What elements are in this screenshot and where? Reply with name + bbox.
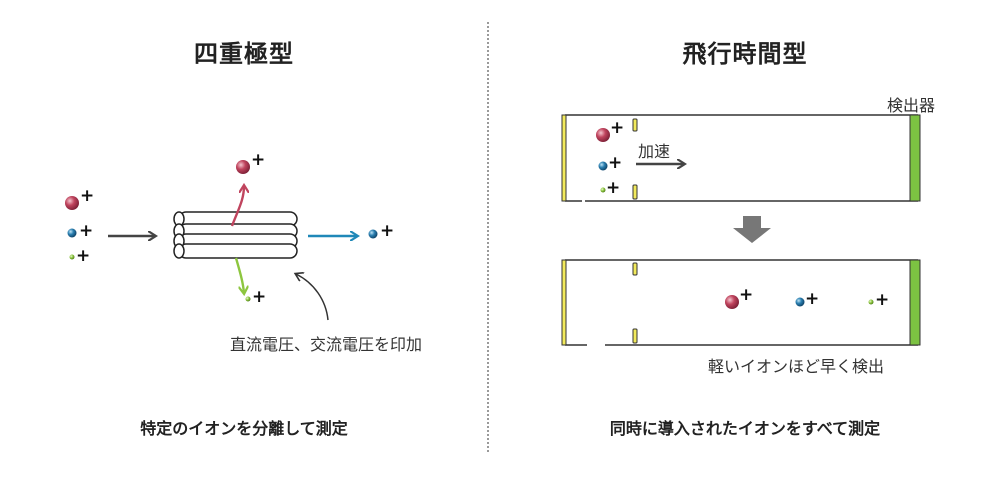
ion-heavy-out [236, 160, 250, 174]
grid-electrode-top-upper [632, 118, 638, 132]
accel-label: 加速 [638, 142, 671, 161]
tof-charge-light-flight: + [875, 290, 890, 310]
tof-charge-medium-start: + [608, 153, 623, 173]
tof-charge-light-start: + [606, 178, 621, 198]
ion-light-out [245, 296, 251, 302]
detector-label: 検出器 [887, 96, 936, 115]
grid-electrode-bottom-upper [632, 262, 638, 276]
charge-light-out: + [252, 287, 267, 307]
quadrupole-caption: 特定のイオンを分離して測定 [140, 419, 348, 438]
grid-electrode-top-lower [632, 184, 638, 200]
tof-panel: 飛行時間型 同時に導入されたイオンをすべて測定 検出器 加速 軽いイオンほど早く… [490, 0, 1000, 484]
charge-heavy-in: + [80, 186, 95, 206]
repeller-plate-top [561, 114, 567, 202]
charge-medium-in: + [79, 221, 94, 241]
tof-ion-heavy-flight [725, 295, 739, 309]
tof-tube-bottom [561, 259, 921, 346]
tof-title: 飛行時間型 [682, 40, 808, 68]
voltage-annotation: 直流電圧、交流電圧を印加 [230, 335, 423, 354]
annotation-pointer [296, 274, 329, 321]
quadrupole-title: 四重極型 [194, 40, 294, 68]
result-label: 軽いイオンほど早く検出 [708, 357, 885, 376]
charge-medium-out: + [380, 221, 395, 241]
panel-divider [487, 22, 489, 452]
detector-bottom [909, 259, 921, 346]
quadrupole-rods [173, 211, 298, 259]
charge-light-in: + [76, 246, 91, 266]
tof-tube-top [561, 114, 921, 202]
light-deflect-arrow [234, 257, 244, 293]
heavy-deflect-arrow [230, 186, 244, 227]
ion-light-in [69, 254, 75, 260]
detector-top [909, 114, 921, 202]
tof-charge-heavy-flight: + [739, 285, 754, 305]
tof-ion-heavy-start [596, 128, 610, 142]
down-arrow [733, 216, 771, 243]
tof-ion-medium-start [598, 161, 608, 171]
ion-medium-in [67, 228, 77, 238]
charge-heavy-out: + [251, 150, 266, 170]
tof-ion-medium-flight [795, 297, 805, 307]
tof-ion-light-flight [868, 299, 874, 305]
repeller-plate-bottom [561, 259, 567, 346]
ion-medium-out [368, 229, 378, 239]
tof-caption: 同時に導入されたイオンをすべて測定 [609, 419, 881, 438]
tof-charge-medium-flight: + [805, 289, 820, 309]
tof-ion-light-start [600, 187, 606, 193]
ion-heavy-in [65, 196, 79, 210]
grid-electrode-bottom-lower [632, 328, 638, 344]
tof-charge-heavy-start: + [610, 118, 625, 138]
quadrupole-panel: 四重極型 特定のイオンを分離して測定 直流電圧、交流電圧を印加 + + + + … [0, 0, 488, 484]
